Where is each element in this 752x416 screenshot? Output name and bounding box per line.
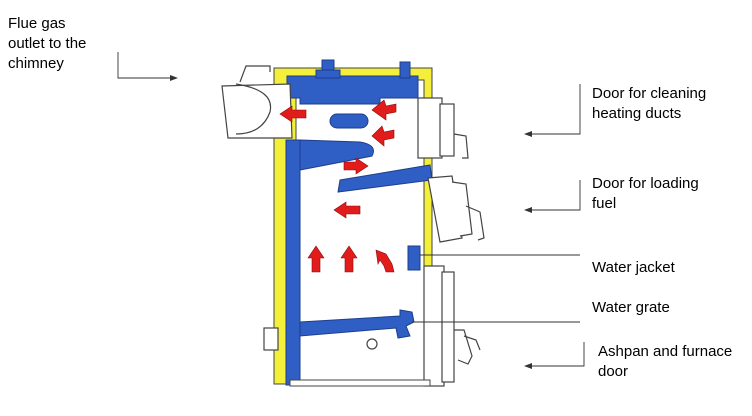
base — [289, 379, 431, 387]
loading-door-panel — [451, 181, 473, 237]
ashpan-door-panel — [441, 271, 455, 383]
loading-door-handle — [465, 205, 485, 241]
flow-arrow-flue — [279, 105, 307, 123]
flow-arrow-top — [371, 99, 397, 121]
ash-hole — [366, 338, 378, 350]
leader-ashpan-arrowhead — [524, 363, 532, 369]
flue-damper-lever — [239, 65, 271, 83]
leader-loading — [530, 180, 581, 211]
leader-flue — [117, 52, 172, 79]
leader-arrowheads — [170, 75, 532, 369]
inner-baffle — [329, 113, 369, 129]
cleaning-door-handle — [453, 133, 469, 159]
right-water-jacket — [407, 245, 421, 271]
cleaning-door-panel — [439, 103, 455, 157]
ashpan-door — [423, 265, 445, 387]
flue-outlet — [221, 83, 293, 139]
flow-arrow-left — [333, 201, 361, 219]
leader-loading-arrowhead — [524, 207, 532, 213]
label-ashpan-door: Ashpan and furnace door — [598, 343, 733, 380]
ashpan-door-latch — [463, 335, 481, 351]
top-pipe-right — [399, 61, 411, 79]
label-water-jacket: Water jacket — [592, 259, 675, 276]
flow-arrow-up-2 — [340, 245, 358, 273]
top-pipe-left-flange — [315, 69, 341, 79]
leader-flue-arrowhead — [170, 75, 178, 81]
water-grate — [299, 309, 415, 339]
flue-damper — [235, 83, 272, 135]
leader-ashpan — [530, 342, 585, 367]
label-water-grate: Water grate — [592, 299, 670, 316]
leader-cleaning-arrowhead — [524, 131, 532, 137]
flow-arrow-up-1 — [307, 245, 325, 273]
left-water-jacket — [285, 139, 301, 386]
leader-cleaning — [530, 84, 581, 135]
left-cleanout — [263, 327, 279, 351]
flow-arrow-up-3 — [375, 249, 395, 273]
loading-door — [427, 175, 463, 243]
upper-baffle — [299, 139, 374, 171]
flow-arrows — [279, 99, 397, 273]
label-cleaning-door: Door for cleaning heating ducts — [592, 85, 707, 122]
flow-arrow-middle — [371, 125, 395, 147]
cleaning-door — [417, 97, 443, 159]
leader-lines — [117, 52, 585, 367]
flow-arrow-right — [343, 157, 369, 175]
label-loading-door: Door for loading fuel — [592, 175, 699, 212]
ashpan-door-handle — [454, 329, 473, 365]
label-flue-gas-outlet: Flue gas outlet to the chimney — [8, 15, 87, 72]
